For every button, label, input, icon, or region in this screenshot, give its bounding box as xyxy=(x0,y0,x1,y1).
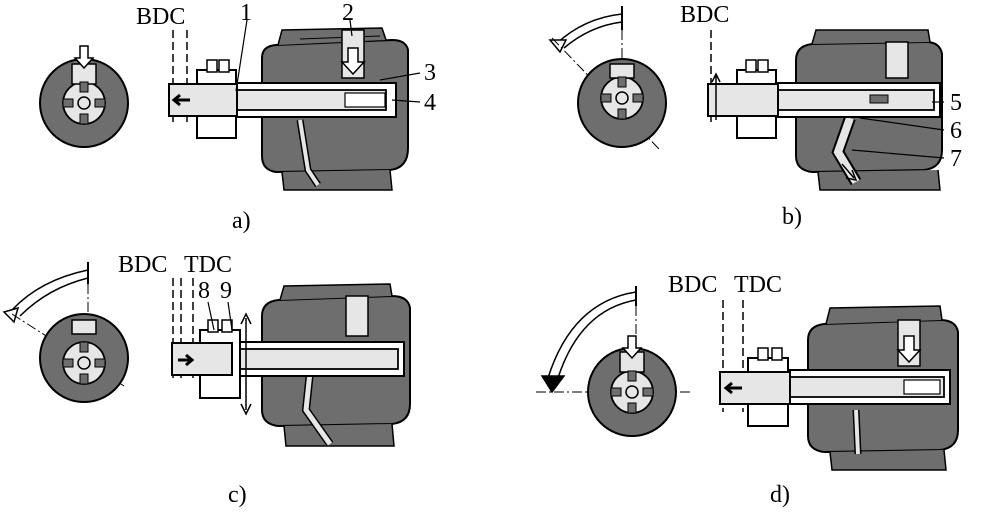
inlet-arrow-icon xyxy=(73,45,95,70)
part-number-4: 4 xyxy=(424,90,436,116)
rotation-arc-c xyxy=(11,269,89,311)
part-number-1: 1 xyxy=(240,0,252,26)
piston-left-arrow-icon xyxy=(171,93,190,107)
panel-b: BDC 5 6 7 b) xyxy=(548,2,962,230)
rotation-arrow-icon-d xyxy=(540,375,566,394)
piston-b xyxy=(707,83,779,117)
panel-c: BDC TDC 8 9 c) xyxy=(2,252,411,508)
bdc-label-b: BDC xyxy=(680,2,729,28)
part-number-6: 6 xyxy=(950,118,962,144)
rotation-arrow-icon-c xyxy=(2,306,20,324)
part-number-8: 8 xyxy=(198,278,210,304)
caption-c: c) xyxy=(228,482,247,508)
piston-left-arrow-icon-d xyxy=(723,381,742,395)
outlet-arrow-icon-b xyxy=(841,163,858,182)
piston-up-arrow-icon xyxy=(711,72,721,120)
caption-b: b) xyxy=(782,204,802,230)
part-number-5: 5 xyxy=(950,90,962,116)
tdc-label-c: TDC xyxy=(184,252,232,278)
caption-d: d) xyxy=(770,482,790,508)
cam-disc-d xyxy=(587,347,677,437)
cam-disc-b xyxy=(577,58,667,148)
caption-a: a) xyxy=(232,208,251,234)
inlet-valve-arrow-icon xyxy=(340,47,366,76)
part-number-9: 9 xyxy=(220,278,232,304)
panel-d: BDC TDC d) xyxy=(536,272,959,508)
bdc-label-a: BDC xyxy=(136,4,185,30)
cam-disc-a xyxy=(39,58,129,148)
tdc-label-d: TDC xyxy=(734,272,782,298)
piston-right-arrow-icon xyxy=(178,353,195,367)
inlet-arrow-icon-d xyxy=(621,335,643,360)
rotation-arrow-icon-b xyxy=(548,39,568,54)
bdc-label-c: BDC xyxy=(118,252,167,278)
rotation-arc-d xyxy=(547,291,637,379)
cam-disc-c xyxy=(39,313,129,403)
part-number-7: 7 xyxy=(950,146,962,172)
panel-a: BDC 1 2 3 4 a) xyxy=(39,0,436,234)
part-number-2: 2 xyxy=(342,0,354,26)
bdc-label-d: BDC xyxy=(668,272,717,298)
part-number-3: 3 xyxy=(424,60,436,86)
inlet-valve-arrow-icon-d xyxy=(896,335,922,364)
clamp-double-arrow-icon xyxy=(240,312,252,416)
